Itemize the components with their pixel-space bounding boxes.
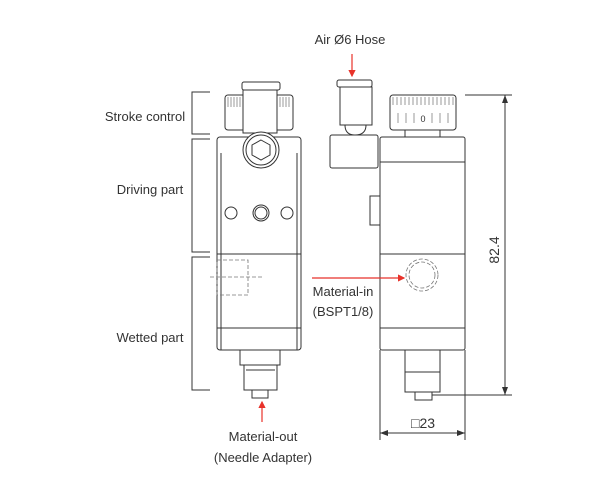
dimension-width [380, 430, 465, 436]
side-view: 0 [329, 79, 466, 440]
label-driving-part: Driving part [117, 182, 184, 197]
front-view [210, 81, 302, 399]
label-material-in: Material-in [313, 284, 374, 299]
label-material-out: Material-out [229, 429, 298, 444]
label-material-in-thread: (BSPT1/8) [313, 304, 374, 319]
label-material-out-sub: (Needle Adapter) [214, 450, 312, 465]
section-brackets [191, 91, 210, 391]
knob-scale-mark: 0 [420, 114, 425, 124]
label-wetted-part: Wetted part [117, 330, 184, 345]
dimension-height [432, 94, 512, 396]
label-air-hose: Air Ø6 Hose [315, 32, 386, 47]
dimension-width-label: □23 [411, 415, 435, 431]
dimension-height-label: 82.4 [486, 236, 502, 263]
label-stroke-control: Stroke control [105, 109, 185, 124]
